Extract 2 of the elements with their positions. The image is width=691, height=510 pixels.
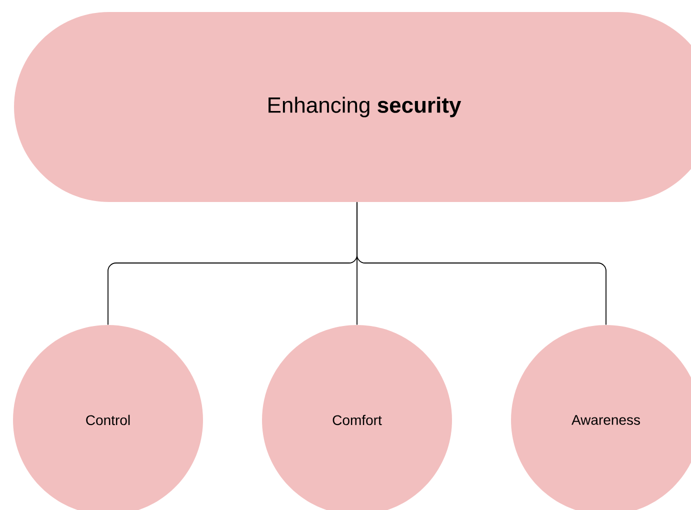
- connector-line: [356, 202, 606, 326]
- title-pill: Enhancing security: [14, 12, 691, 202]
